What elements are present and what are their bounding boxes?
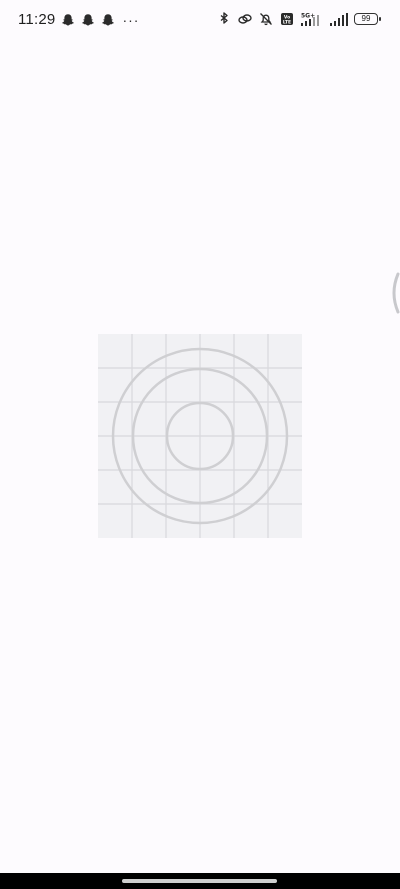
mute-icon: [260, 13, 272, 26]
link-icon: [238, 14, 252, 24]
status-bar: 11:29 ···: [0, 0, 400, 40]
svg-text:5G+: 5G+: [301, 13, 315, 20]
svg-text:LTE: LTE: [283, 19, 291, 25]
navigation-bar: [0, 873, 400, 889]
svg-text:Vo: Vo: [284, 14, 290, 20]
signal-icon: [330, 13, 348, 26]
edge-panel-handle[interactable]: [388, 270, 400, 316]
home-indicator[interactable]: [122, 879, 277, 883]
clock: 11:29: [18, 11, 56, 28]
snapchat-icon: [102, 13, 115, 26]
image-placeholder-icon: [98, 334, 302, 538]
volte-icon: Vo LTE: [281, 13, 293, 25]
status-right: Vo LTE 5G+ 99: [216, 11, 381, 27]
5g-signal-icon: 5G+: [301, 13, 319, 26]
snapchat-icon: [62, 13, 75, 26]
status-left: 11:29 ···: [18, 11, 139, 28]
more-notifications-indicator: ···: [122, 11, 140, 28]
snapchat-icon: [82, 13, 95, 26]
bluetooth-icon: [220, 12, 228, 24]
battery-indicator: 99: [354, 13, 381, 25]
